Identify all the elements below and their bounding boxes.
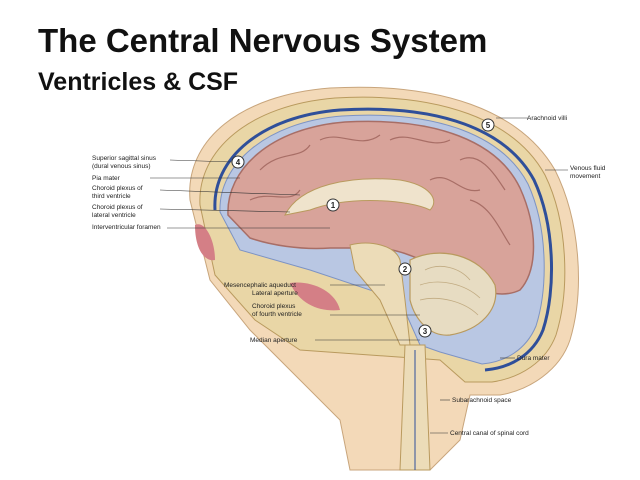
label-arachnoid-villi: Arachnoid villi [527,115,567,122]
label-choroid-fourth: Choroid plexus [252,303,296,310]
label-median-aperture: Median aperture [250,337,298,344]
brainstem [349,242,411,346]
label-superior-sagittal-sinus: Superior sagittal sinus [92,155,157,162]
page-subtitle: Ventricles & CSF [38,68,239,96]
frontal-sinus [195,224,215,261]
page-title: The Central Nervous System [38,22,488,59]
dura-mater-line [213,107,553,372]
label-choroid-lateral: Choroid plexus of [92,204,143,211]
label-subarachnoid-space: Subarachnoid space [452,397,512,404]
svg-text:5: 5 [486,121,491,130]
label-pia-mater: Pia mater [92,175,121,182]
label-choroid-third: Choroid plexus of [92,185,143,192]
svg-text:1: 1 [331,201,336,210]
label-lateral-aperture: Lateral aperture [252,290,298,297]
cerebellum-folia [419,266,481,316]
step-markers: 1 2 3 4 5 [231,118,495,338]
label-venous-fluid-2: movement [570,173,601,180]
label-venous-fluid: Venous fluid [570,165,606,172]
leader-lines [150,117,568,434]
label-superior-sagittal-sinus-2: (dural venous sinus) [92,163,151,170]
label-interventricular-foramen: Interventricular foramen [92,224,161,231]
svg-text:4: 4 [236,158,241,167]
label-dura-mater: Dura mater [517,355,550,362]
svg-text:2: 2 [403,265,408,274]
corpus-callosum [284,178,435,216]
label-choroid-third-2: third ventricle [92,193,131,200]
label-choroid-fourth-2: of fourth ventricle [252,311,302,318]
label-central-canal: Central canal of spinal cord [450,430,529,437]
label-mesencephalic-aqueduct: Mesencephalic aqueduct [224,282,296,289]
pharynx-tissue [290,282,340,311]
gyri [249,134,511,246]
svg-text:3: 3 [423,327,428,336]
label-choroid-lateral-2: lateral ventricle [92,212,136,219]
